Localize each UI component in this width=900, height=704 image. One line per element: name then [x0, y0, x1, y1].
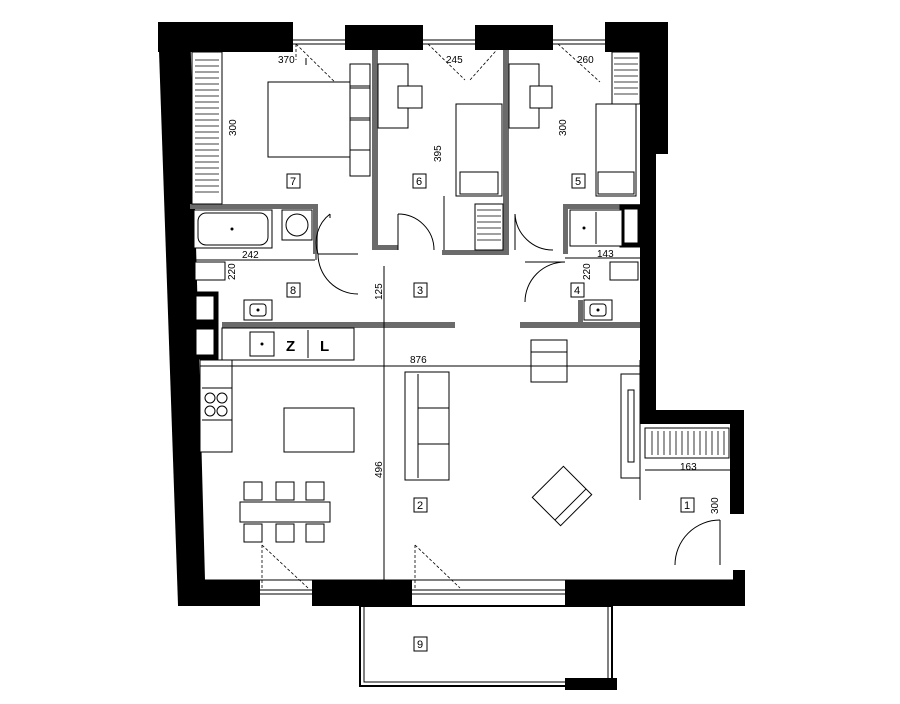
dim-125: 125	[374, 283, 385, 300]
dim-220-bathroom-4: 220	[582, 263, 593, 280]
room-6-label: 6	[416, 176, 422, 188]
dim-876: 876	[410, 355, 427, 366]
partitions	[190, 50, 640, 328]
kitchen-living-2	[199, 266, 735, 581]
dim-300-bedroom-7: 300	[228, 119, 239, 136]
dim-260: 260	[577, 55, 594, 66]
room-5-label: 5	[575, 176, 581, 188]
room-7-label: 7	[290, 176, 296, 188]
dim-242: 242	[242, 250, 259, 261]
dim-245: 245	[446, 55, 463, 66]
room-4-label: 4	[574, 285, 580, 297]
fixture-z-label: Z	[286, 338, 295, 355]
dim-163: 163	[680, 462, 697, 473]
dim-300-entrance: 300	[710, 497, 721, 514]
room-labels: 7 6 5 8 3 4 2 1 9	[286, 173, 695, 652]
dim-143: 143	[597, 249, 614, 260]
dimension-labels: 370 245 260 300 395 300 242 220 143 220 …	[227, 55, 721, 514]
bedroom-5	[508, 51, 641, 197]
dim-395: 395	[433, 145, 444, 162]
bathroom-8	[192, 209, 315, 321]
shafts	[191, 204, 643, 360]
dim-220-bathroom-8: 220	[227, 263, 238, 280]
room-9-label: 9	[417, 639, 423, 651]
windows	[260, 39, 605, 595]
room-8-label: 8	[290, 285, 296, 297]
balcony-9	[359, 605, 613, 687]
bathroom-4	[565, 209, 640, 321]
dim-496: 496	[374, 461, 385, 478]
entrance-1	[644, 427, 730, 471]
doors	[315, 213, 721, 566]
bedroom-7	[191, 51, 371, 205]
room-3-label: 3	[417, 285, 423, 297]
fixture-l-label: L	[320, 338, 329, 355]
room-2-label: 2	[417, 500, 423, 512]
room-1-label: 1	[684, 500, 690, 512]
dim-300-bedroom-5: 300	[558, 119, 569, 136]
bedroom-6	[377, 63, 504, 251]
dim-370: 370	[278, 55, 295, 66]
